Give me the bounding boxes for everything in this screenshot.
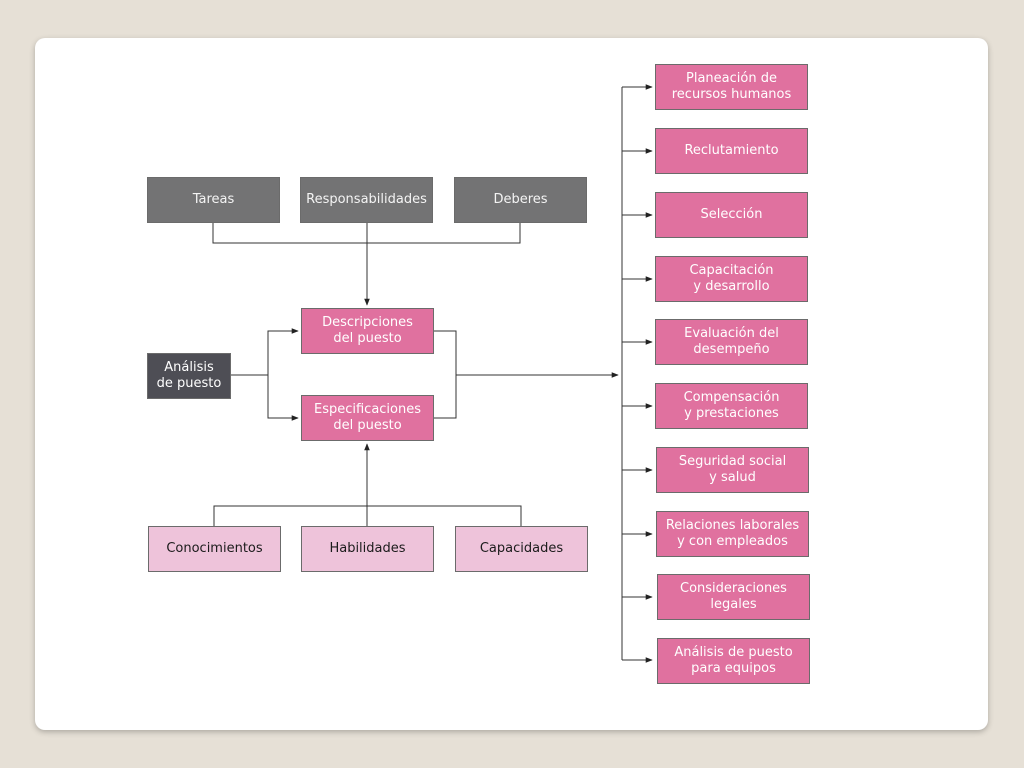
box-planeacion-rrhh: Planeación de recursos humanos xyxy=(655,64,808,110)
box-seleccion: Selección xyxy=(655,192,808,238)
box-consideraciones-legales: Consideraciones legales xyxy=(657,574,810,620)
box-deberes: Deberes xyxy=(454,177,587,223)
box-analisis-equipos: Análisis de puesto para equipos xyxy=(657,638,810,684)
connector-analisis-split xyxy=(231,328,299,376)
box-reclutamiento: Reclutamiento xyxy=(655,128,808,174)
box-analisis-de-puesto: Análisis de puesto xyxy=(147,353,231,399)
box-responsabilidades: Responsabilidades xyxy=(300,177,433,223)
box-descripciones-del-puesto: Descripciones del puesto xyxy=(301,308,434,354)
box-especificaciones-del-puesto: Especificaciones del puesto xyxy=(301,395,434,441)
connector-middle-merge xyxy=(434,330,457,419)
box-relaciones-laborales: Relaciones laborales y con empleados xyxy=(656,511,809,557)
box-capacitacion: Capacitación y desarrollo xyxy=(655,256,808,302)
box-habilidades: Habilidades xyxy=(301,526,434,572)
box-evaluacion: Evaluación del desempeño xyxy=(655,319,808,365)
box-compensacion: Compensación y prestaciones xyxy=(655,383,808,429)
box-conocimientos: Conocimientos xyxy=(148,526,281,572)
box-tareas: Tareas xyxy=(147,177,280,223)
box-capacidades: Capacidades xyxy=(455,526,588,572)
box-seguridad-social: Seguridad social y salud xyxy=(656,447,809,493)
connector-analisis-lower xyxy=(267,375,299,421)
